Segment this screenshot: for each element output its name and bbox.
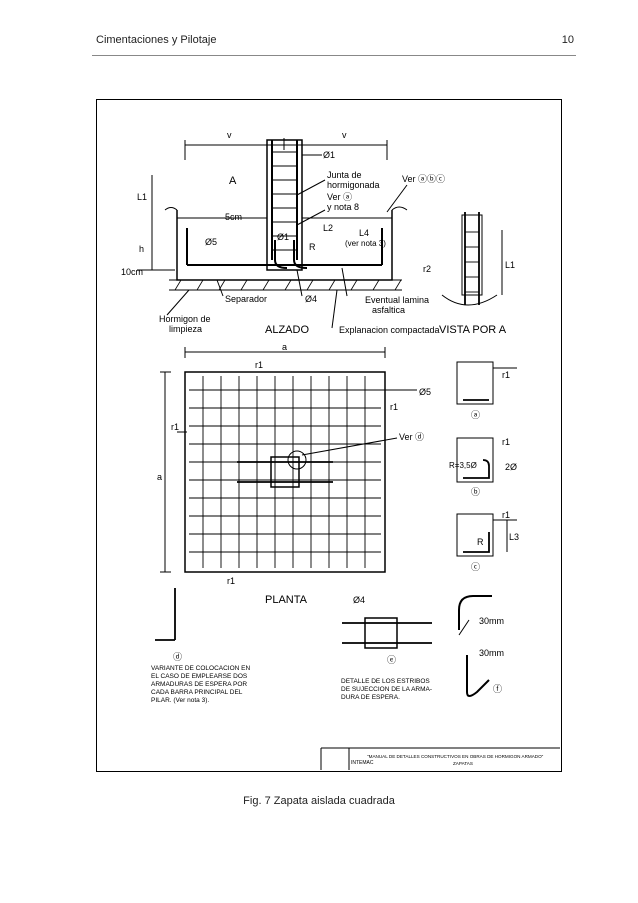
figure-caption: Fig. 7 Zapata aislada cuadrada xyxy=(243,795,395,807)
detail-note-line-3: DURA DE ESPERA. xyxy=(341,694,400,701)
label-L2: L2 xyxy=(323,223,333,233)
label-explanacion: Explanacion compactada xyxy=(339,325,440,335)
label-v1: v xyxy=(227,130,232,140)
label-h: h xyxy=(139,244,144,254)
label-limpieza: limpieza xyxy=(169,324,202,334)
label-vista-a: VISTA POR A xyxy=(439,324,507,336)
label-e: ⓔ xyxy=(387,655,396,665)
page-number: 10 xyxy=(561,34,574,46)
label-phi5: Ø5 xyxy=(205,237,217,247)
detail-note-line-1: DETALLE DE LOS ESTRIBOS xyxy=(341,678,430,685)
label-nota8: y nota 8 xyxy=(327,202,359,212)
label-verabc: Ver ⓐⓑⓒ xyxy=(402,174,445,184)
label-alzado: ALZADO xyxy=(265,324,309,336)
label-junta2: hormigonada xyxy=(327,180,380,190)
label-r1-right: r1 xyxy=(390,402,398,412)
label-30mm-b: 30mm xyxy=(479,648,504,658)
label-ra-a: ⓐ xyxy=(471,410,480,420)
variant-note-line-4: CADA BARRA PRINCIPAL DEL xyxy=(151,689,243,696)
technical-drawing-frame: v v Ø1 Junta de hormigonada Ver ⓐⓑⓒ A L1… xyxy=(96,99,562,772)
label-vera: Ver ⓐ xyxy=(327,192,352,202)
label-A: A xyxy=(229,175,237,187)
running-header-title: Cimentaciones y Pilotaje xyxy=(96,34,217,46)
label-rc-c: ⓒ xyxy=(471,562,480,572)
label-L1b: L1 xyxy=(505,260,515,270)
variant-note-line-5: PILAR. (Ver nota 3). xyxy=(151,697,209,704)
label-R: R xyxy=(309,242,316,252)
label-r2: r2 xyxy=(423,264,431,274)
title-block-logo: INTEMAC xyxy=(351,760,374,766)
variant-note-line-1: VARIANTE DE COLOCACION EN xyxy=(151,665,251,672)
label-L1: L1 xyxy=(137,192,147,202)
variant-note-line-2: EL CASO DE EMPLEARSE DOS xyxy=(151,673,248,680)
label-d: ⓓ xyxy=(173,652,182,662)
label-rb-2: 2Ø xyxy=(505,462,517,472)
label-rc-r1: r1 xyxy=(502,510,510,520)
label-planta: PLANTA xyxy=(265,594,308,606)
header-rule xyxy=(92,55,576,56)
label-r1-bottom: r1 xyxy=(227,576,235,586)
variant-note-line-3: ARMADURAS DE ESPERA POR xyxy=(151,681,247,688)
label-a-left: a xyxy=(157,472,162,482)
detail-note-line-2: DE SUJECCION DE LA ARMA- xyxy=(341,686,432,693)
label-phi1b: Ø1 xyxy=(277,232,289,242)
label-phi1: Ø1 xyxy=(323,150,335,160)
label-eventual: Eventual lamina xyxy=(365,295,429,305)
label-phi4: Ø4 xyxy=(305,294,317,304)
label-rb-r1: r1 xyxy=(502,437,510,447)
label-rc-L3: L3 xyxy=(509,532,519,542)
label-rb-b: ⓑ xyxy=(471,487,480,497)
label-a-top: a xyxy=(282,342,287,352)
label-10cm: 10cm xyxy=(121,267,143,277)
title-block-sub: ZAPATAS xyxy=(453,761,473,766)
label-rb-R: R=3,5Ø xyxy=(449,461,477,470)
label-hormigon: Hormigon de xyxy=(159,314,211,324)
footing-drawing: v v Ø1 Junta de hormigonada Ver ⓐⓑⓒ A L1… xyxy=(121,130,560,770)
title-block-text: "MANUAL DE DETALLES CONSTRUCTIVOS EN OBR… xyxy=(367,754,544,759)
label-L4: L4 xyxy=(359,228,369,238)
label-separador: Separador xyxy=(225,294,267,304)
label-phi4b: Ø4 xyxy=(353,595,365,605)
label-30mm-a: 30mm xyxy=(479,616,504,626)
label-r1-top: r1 xyxy=(255,360,263,370)
label-v2: v xyxy=(342,130,347,140)
label-ra-r1: r1 xyxy=(502,370,510,380)
label-vernota3: (ver nota 3) xyxy=(345,239,386,248)
label-verd: Ver ⓓ xyxy=(399,432,424,442)
label-f: ⓕ xyxy=(493,684,502,694)
label-5cm: 5cm xyxy=(225,212,242,222)
label-r1-left: r1 xyxy=(171,422,179,432)
label-phi5b: Ø5 xyxy=(419,387,431,397)
label-rc-R: R xyxy=(477,537,484,547)
label-asfaltica: asfaltica xyxy=(372,305,405,315)
label-junta: Junta de xyxy=(327,170,362,180)
